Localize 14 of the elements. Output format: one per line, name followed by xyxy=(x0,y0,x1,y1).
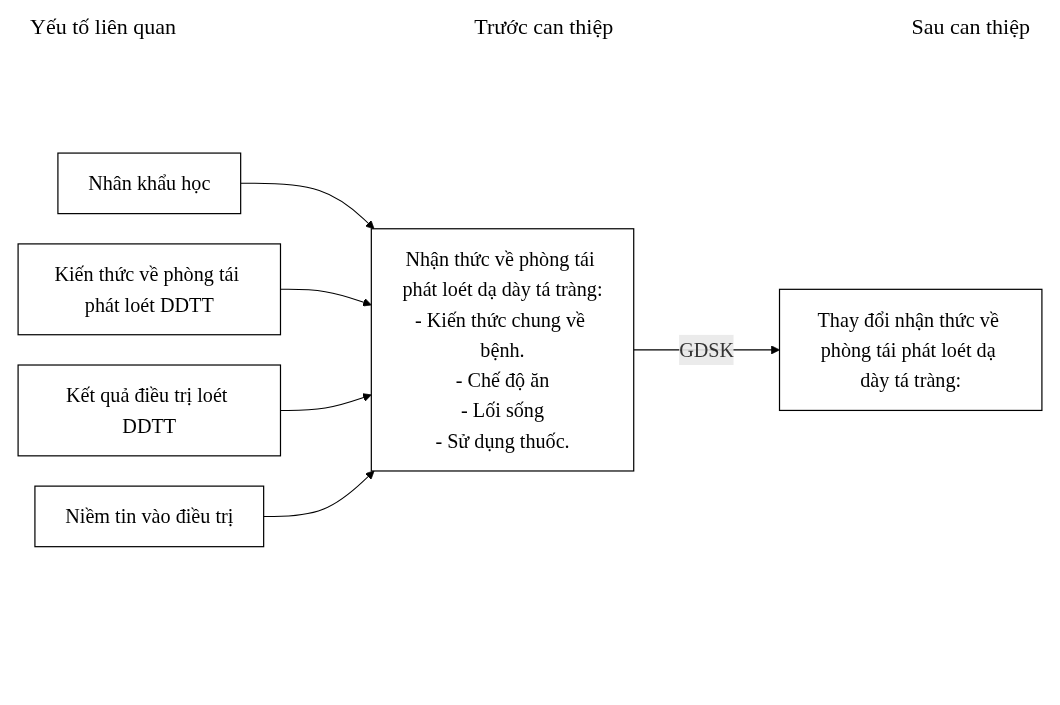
node-box: Nhận thức về phòng tái phát loét dạ dày tá tràng: - Kiến thức chung về bệnh. - Chế độ ăn - Lối sống - Sử dụng thuốc. xyxy=(370,228,635,472)
column-heading: Yếu tố liên quan xyxy=(30,14,177,40)
arrow xyxy=(240,182,375,230)
node-box: Thay đổi nhận thức về phòng tái phát loét dạ dày tá tràng: xyxy=(778,288,1043,412)
arrow xyxy=(280,393,372,412)
column-heading: Sau can thiệp xyxy=(911,14,1030,40)
node-box: Kiến thức về phòng tái phát loét DDTT xyxy=(17,243,282,336)
node-box: Nhân khẩu học xyxy=(57,152,242,215)
column-heading: Trước can thiệp xyxy=(474,14,614,40)
node-box: Niềm tin vào điều trị xyxy=(34,485,265,548)
node-box: Kết quả điều trị loét DDTT xyxy=(17,364,282,457)
arrow xyxy=(263,470,375,518)
arrow xyxy=(280,288,372,307)
edge-label: GDSK xyxy=(679,338,735,362)
